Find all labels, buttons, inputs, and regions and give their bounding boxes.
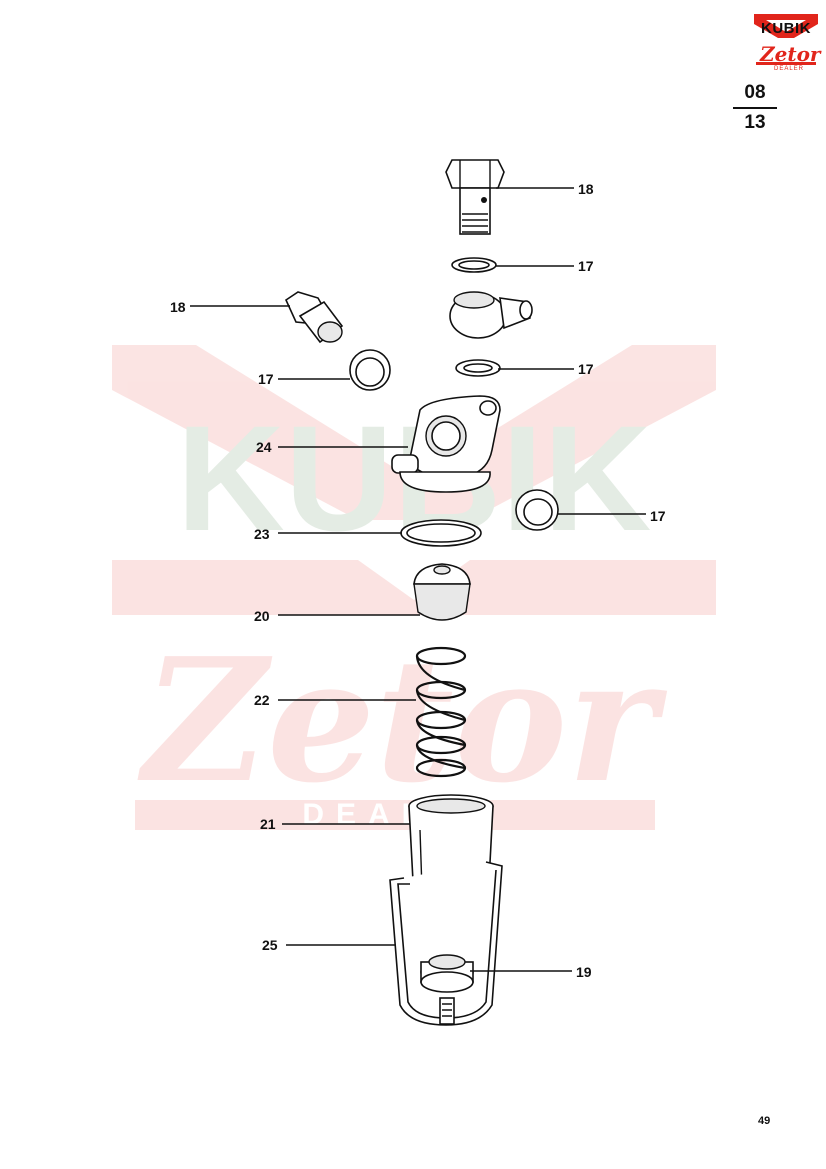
section-bottom: 13 bbox=[744, 112, 766, 133]
sealing-ring-right-hole bbox=[523, 498, 553, 526]
banjo-bolt-vertical bbox=[445, 159, 505, 235]
logo-script-text: Zetor bbox=[760, 42, 821, 66]
bowl-gasket-inner bbox=[406, 523, 476, 543]
sealing-washer-2-hole bbox=[463, 363, 493, 373]
callout-20: 20 bbox=[254, 608, 270, 624]
callout-17: 17 bbox=[258, 371, 274, 387]
callout-22: 22 bbox=[254, 692, 270, 708]
callout-17: 17 bbox=[578, 258, 594, 274]
sealing-washer-1-hole bbox=[458, 260, 490, 270]
sealing-ring-left-hole bbox=[355, 357, 385, 387]
watermark-script: Zetor bbox=[137, 621, 667, 821]
section-divider bbox=[733, 107, 777, 109]
callout-21: 21 bbox=[260, 816, 276, 832]
retaining-stirrup bbox=[389, 861, 503, 1026]
callout-18: 18 bbox=[578, 181, 594, 197]
banjo-bolt-angled bbox=[284, 291, 344, 344]
callout-18: 18 bbox=[170, 299, 186, 315]
callout-17: 17 bbox=[650, 508, 666, 524]
page-number: 49 bbox=[758, 1115, 771, 1127]
section-number: 08 13 bbox=[733, 82, 777, 134]
filter-strainer bbox=[413, 563, 471, 621]
logo-brand-text: KUBIK bbox=[761, 20, 811, 37]
callout-23: 23 bbox=[254, 526, 270, 542]
callout-24: 24 bbox=[256, 439, 272, 455]
compression-spring bbox=[415, 646, 467, 778]
section-top: 08 bbox=[744, 82, 766, 103]
banjo-fitting bbox=[449, 291, 533, 339]
callout-17: 17 bbox=[578, 361, 594, 377]
callout-25: 25 bbox=[262, 937, 278, 953]
knurled-nut bbox=[420, 954, 474, 993]
logo-emblem-icon bbox=[754, 14, 818, 65]
kubik-zetor-logo: KUBIK Zetor DEALER bbox=[754, 14, 821, 76]
callout-19: 19 bbox=[576, 964, 592, 980]
filter-head bbox=[391, 395, 501, 493]
logo-sub-text: DEALER bbox=[774, 66, 805, 72]
